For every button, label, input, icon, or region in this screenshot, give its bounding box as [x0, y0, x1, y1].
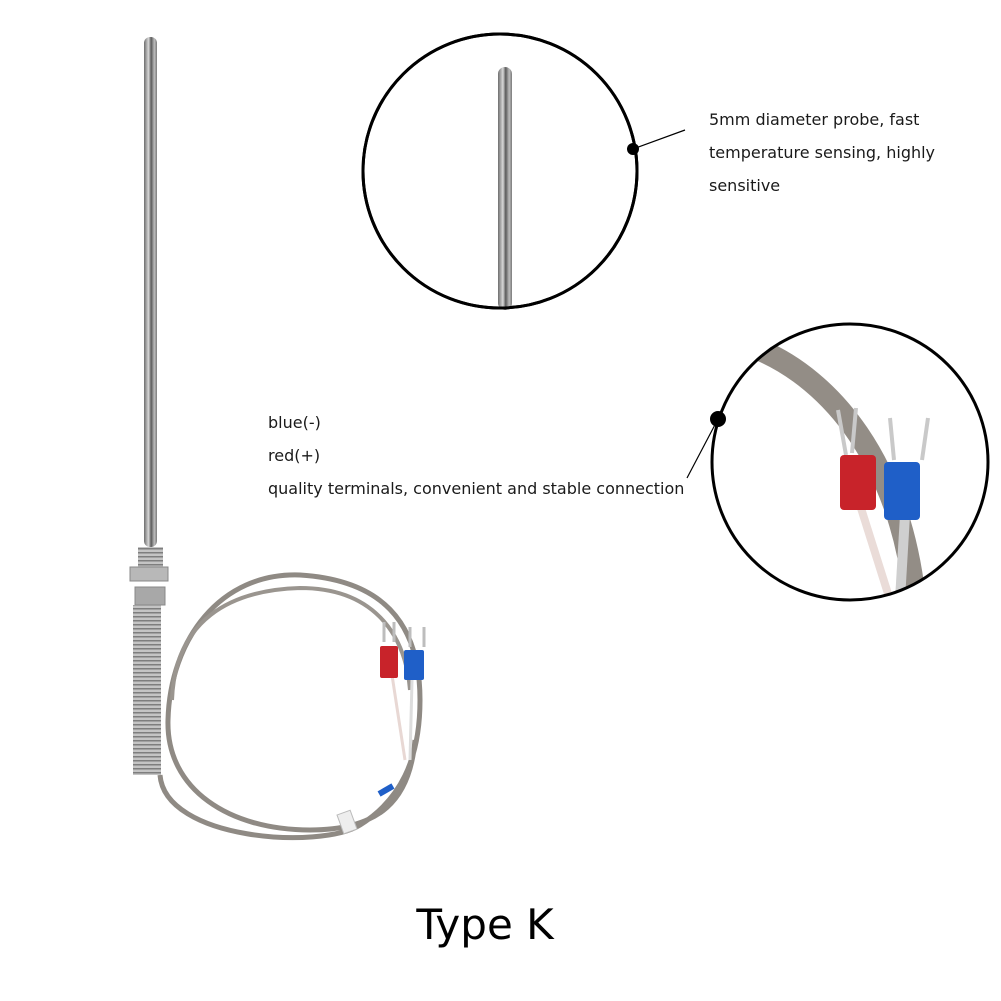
terminal-callout-line-2: red(+): [268, 446, 321, 465]
probe-callout-line-3: sensitive: [709, 176, 781, 195]
probe-callout-pointer: [627, 129, 686, 155]
terminal-zoom-circle: [710, 322, 990, 602]
blue-terminal: [404, 627, 426, 680]
probe-callout-line-2: temperature sensing, highly: [709, 143, 936, 162]
product-type-title: Type K: [416, 900, 554, 949]
probe-callout-text: 5mm diameter probe, fast temperature sen…: [709, 103, 935, 202]
red-terminal: [380, 622, 398, 678]
terminal-callout-pointer: [686, 411, 726, 479]
terminal-callout-line-3: quality terminals, convenient and stable…: [268, 479, 685, 498]
probe-zoom-circle: [361, 32, 639, 310]
braided-cable: [157, 572, 423, 841]
terminal-callout-line-1: blue(-): [268, 413, 321, 432]
probe-rod: [144, 37, 157, 547]
terminal-wires: [336, 674, 414, 835]
terminal-callout-text: blue(-) red(+) quality terminals, conven…: [268, 406, 684, 505]
probe-callout-line-1: 5mm diameter probe, fast: [709, 110, 920, 129]
fitting-nut: [129, 547, 169, 775]
